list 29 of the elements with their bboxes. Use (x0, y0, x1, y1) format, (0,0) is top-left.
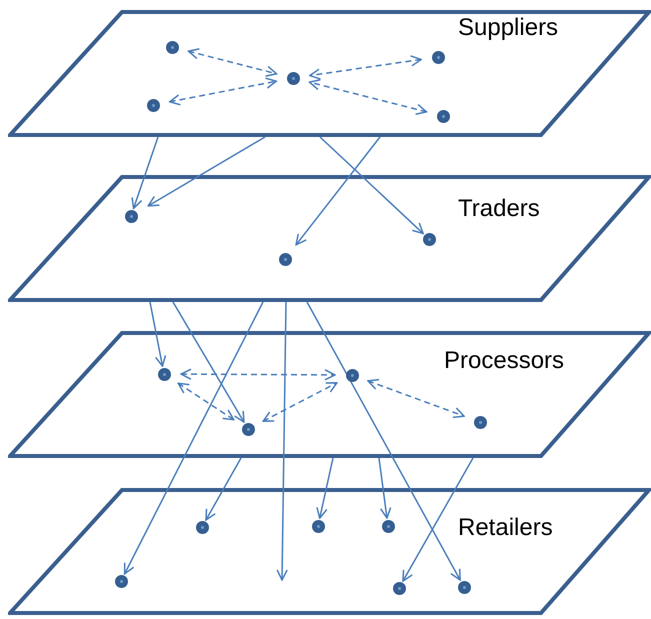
layer-label: Suppliers (458, 16, 558, 40)
dashed-arrow (188, 48, 278, 77)
arrow (124, 302, 264, 575)
arrow (316, 458, 334, 519)
layer-plane (8, 10, 651, 137)
arrow (402, 458, 474, 582)
dashed-arrow (262, 382, 338, 422)
layer-plane (8, 488, 651, 615)
arrow (378, 458, 392, 519)
arrow (306, 302, 461, 581)
arrow (319, 136, 424, 234)
layer-label: Traders (458, 197, 540, 221)
arrow (131, 136, 159, 210)
arrow (172, 302, 245, 423)
layer-label: Processors (444, 349, 564, 373)
layer-plane (8, 331, 651, 458)
dashed-arrow (309, 55, 422, 80)
dashed-arrow (367, 378, 465, 418)
dashed-arrow (168, 77, 278, 106)
arrow (205, 458, 242, 521)
dashed-arrow (177, 382, 235, 420)
layer-plane (8, 175, 651, 302)
layer-label: Retailers (458, 516, 553, 540)
dashed-arrow (180, 368, 336, 381)
arrow (149, 302, 166, 367)
arrow (295, 136, 381, 246)
arrow (276, 302, 288, 581)
arrow (147, 136, 266, 207)
dashed-arrow (308, 79, 428, 115)
